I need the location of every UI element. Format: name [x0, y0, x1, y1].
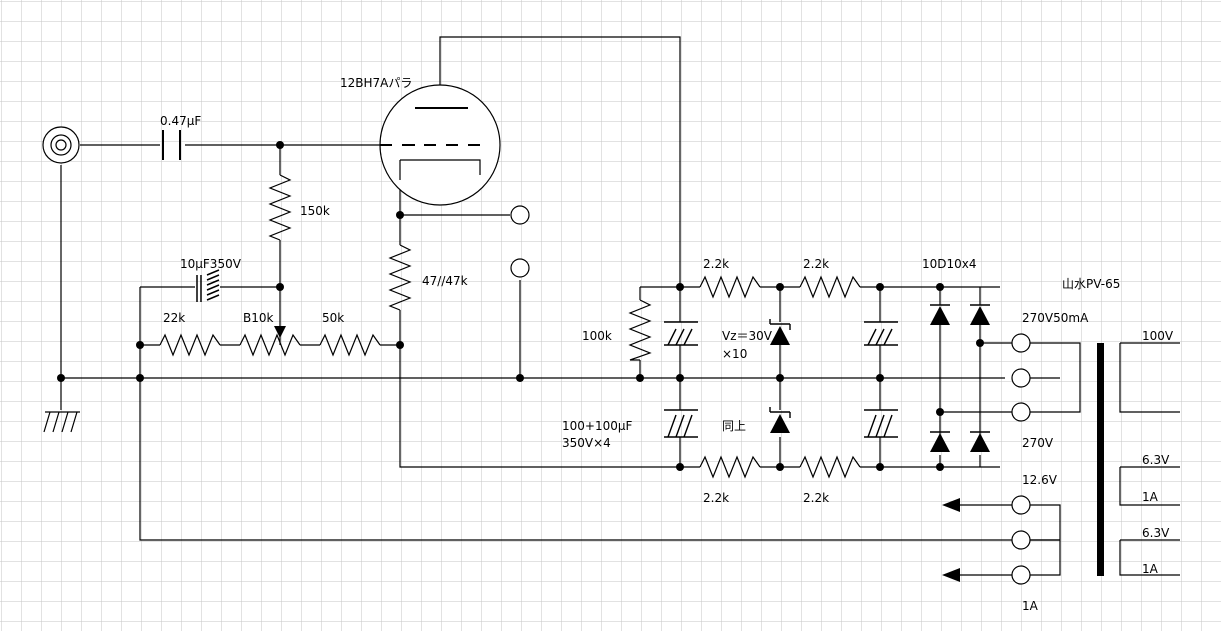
output-terminal-hot: [510, 205, 530, 225]
bridge-diodes: [930, 304, 990, 452]
label-1a: 1A: [1022, 599, 1039, 613]
input-capacitor: [162, 130, 181, 160]
label-zener: Vz＝30V: [722, 329, 773, 343]
resistor-22k: [159, 333, 221, 357]
label-r50k: 50k: [322, 311, 344, 325]
pot-wiper-arrow: [274, 326, 286, 338]
capacitor-10uf: [196, 269, 220, 302]
label-caps-bank: 100+100μF: [562, 419, 632, 433]
label-pot: B10k: [243, 311, 274, 325]
label-r2k2-top-2: 2.2k: [803, 257, 829, 271]
label-r150k: 150k: [300, 204, 330, 218]
label-transformer: 山水PV-65: [1062, 277, 1120, 291]
label-12v6: 12.6V: [1022, 473, 1058, 487]
resistor-100k: [628, 299, 652, 361]
label-r2k2-top-1: 2.2k: [703, 257, 729, 271]
label-heater-2a: 1A: [1142, 562, 1159, 576]
label-r2k2-bot-2: 2.2k: [803, 491, 829, 505]
label-heater-1: 6.3V: [1142, 453, 1170, 467]
resistor-150k: [268, 174, 292, 241]
resistor-2k2-top-2: [799, 275, 861, 299]
potentiometer-b10k: [239, 333, 301, 357]
label-tube: 12BH7Aパラ: [340, 76, 412, 90]
label-r100k: 100k: [582, 329, 612, 343]
label-270v50ma: 270V50mA: [1022, 311, 1089, 325]
resistor-50k: [319, 333, 381, 357]
resistor-2k2-top-1: [699, 275, 761, 299]
tube-12bh7a: [379, 84, 501, 206]
label-r47k: 47//47k: [422, 274, 468, 288]
output-terminal-cold: [510, 258, 530, 278]
wires: [60, 36, 1180, 576]
label-r22k: 22k: [163, 311, 185, 325]
ground-symbol: [43, 411, 80, 433]
input-jack: [42, 126, 80, 164]
resistor-2k2-bot-2: [799, 455, 861, 479]
label-caps-bank-2: 350V×4: [562, 436, 611, 450]
junction-dots: [57, 141, 984, 471]
transformer-terminals: [1011, 333, 1031, 585]
label-zener-same: 同上: [722, 419, 746, 433]
zener-diodes: [769, 319, 791, 433]
heater-arrows: [942, 498, 960, 582]
label-heater-2: 6.3V: [1142, 526, 1170, 540]
label-cap-10u: 10μF350V: [180, 257, 242, 271]
resistor-2k2-bot-1: [699, 455, 761, 479]
label-zener-count: ×10: [722, 347, 747, 361]
resistor-47k: [388, 244, 412, 311]
transformer-core: [1097, 343, 1104, 576]
label-100v: 100V: [1142, 329, 1174, 343]
label-diodes: 10D10x4: [922, 257, 977, 271]
label-cap-in: 0.47μF: [160, 114, 201, 128]
capacitor-bank: [664, 321, 898, 438]
label-270v: 270V: [1022, 436, 1054, 450]
label-r2k2-bot-1: 2.2k: [703, 491, 729, 505]
label-heater-1a: 1A: [1142, 490, 1159, 504]
